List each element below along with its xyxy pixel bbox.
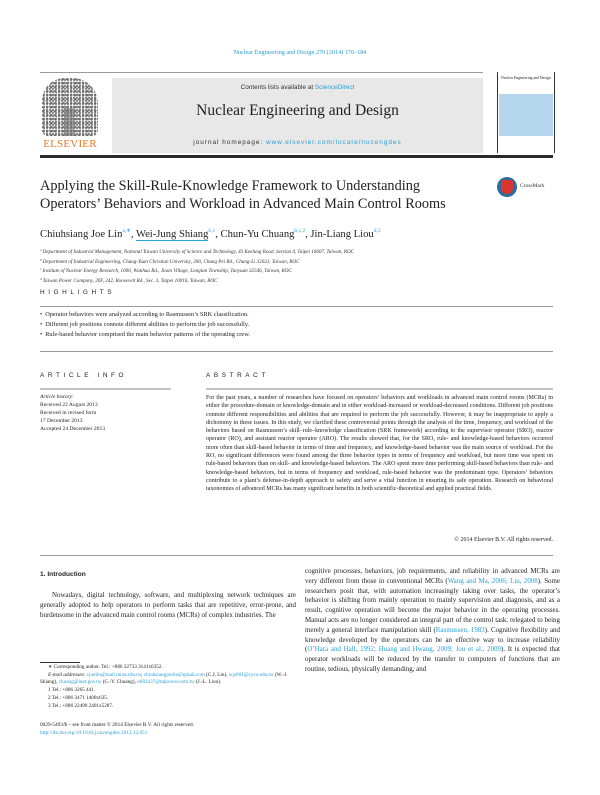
divider [40,388,171,390]
author-affiliation-mark[interactable]: b,1 [208,228,216,234]
affiliation-item: dTaiwan Power Company, 20F, 242, Rooseve… [40,277,218,285]
citation-link[interactable]: Wang and Ma, 2006; Liu, 2008 [447,576,538,585]
author-list: Chiuhsiang Joe Lina,∗, Wei-Jung Shiangb,… [40,228,381,241]
crossmark-label: CrossMark [520,183,545,189]
issn-line: 0029-5493/$ – see front matter © 2014 El… [40,722,194,728]
divider [40,555,553,556]
author-name[interactable]: Chiuhsiang Joe Lin [40,229,123,240]
affiliation-item: aDepartment of Industrial Management, Na… [40,248,355,255]
cover-title: Nuclear Engineering and Design [501,76,551,80]
tel-note: 2 Tel.: +886 3471 1400x635. [48,694,109,701]
author-affiliation-mark[interactable]: d,3 [373,228,381,234]
abstract-text: For the past years, a number of research… [206,395,553,493]
doi-link[interactable]: http://dx.doi.org/10.1016/j.nucengdes.20… [40,729,148,736]
homepage-line: journal homepage: www.elsevier.com/locat… [112,139,483,146]
article-title: Applying the Skill-Rule-Knowledge Framew… [40,177,480,213]
history-label: Article history: [40,394,75,400]
header-divider [40,155,553,158]
contents-line: Contents lists available at ScienceDirec… [112,84,483,91]
homepage-link[interactable]: www.elsevier.com/locate/nucengdes [266,139,402,146]
divider [40,72,483,73]
highlight-item: Different job positions connote differen… [40,320,553,330]
corresponding-author-note: ∗ Corresponding author. Tel.: +886 22733… [48,664,163,670]
history-item: Received in revised form [40,410,97,416]
article-info-heading: ARTICLE INFO [40,372,128,379]
email-link[interactable]: u683437@taipower.com.tw [137,679,195,686]
author-name[interactable]: Chun-Yu Chuang [220,229,295,240]
journal-cover-thumbnail[interactable]: Nuclear Engineering and Design [497,72,555,153]
journal-title: Nuclear Engineering and Design [196,102,399,119]
abstract-heading: ABSTRACT [206,372,269,379]
email-addresses: E-mail addresses: cjoelin@mail.ntust.edu… [40,671,288,686]
title-line-2: Operators’ Behaviors and Workload in Adv… [40,196,446,212]
highlights-heading: HIGHLIGHTS [40,289,116,296]
email-link[interactable]: chuang@iner.gov.tw [58,679,102,686]
sciencedirect-link[interactable]: ScienceDirect [314,84,355,91]
crossmark-button[interactable]: CrossMark [497,177,567,201]
author-name[interactable]: Jin-Liang Liou [310,229,374,240]
front-matter-notice: 0029-5493/$ – see front matter © 2014 El… [40,722,300,737]
email-link[interactable]: chiuhsiangjoelin@gmail.com [143,671,205,678]
affiliation-list: aDepartment of Industrial Management, Na… [40,247,560,286]
footnotes: ∗ Corresponding author. Tel.: +886 22733… [40,664,300,710]
title-line-1: Applying the Skill-Rule-Knowledge Framew… [40,178,420,194]
intro-paragraph-right: cognitive processes, behaviors, job requ… [305,567,560,673]
highlights-list: Operator behaviors were analyzed accordi… [40,310,553,340]
section-heading-introduction: 1. Introduction [40,571,86,578]
contents-prefix: Contents lists available at [240,84,315,91]
author-affiliation-mark[interactable]: b,c,2 [294,228,306,234]
history-item: 17 December 2013 [40,418,83,424]
divider [40,306,553,307]
tel-note: 1 Tel.: +886 3265 441. [48,687,96,694]
affiliation-item: cInstitute of Nuclear Energy Research, 1… [40,267,292,275]
affiliation-item: bDepartment of Industrial Engineering, C… [40,257,300,265]
article-history: Article history: Received 22 August 2013… [40,393,170,433]
highlight-item: Rule-based behavior comprised the main b… [40,330,553,340]
citation-link[interactable]: O’Hara and Hall, 1992; Huang and Hwang, … [307,645,501,654]
email-link[interactable]: cjoelin@mail.ntust.edu.tw [86,671,142,678]
crossmark-icon [497,177,517,197]
author-affiliation-mark[interactable]: a,∗ [122,228,131,234]
tree-trunk-icon [64,108,74,136]
journal-banner: Contents lists available at ScienceDirec… [112,78,483,153]
elsevier-logo[interactable]: ELSEVIER [40,78,100,153]
citation-link[interactable]: Rasmussen, 1983 [435,625,485,634]
history-item: Accepted 24 December 2013 [40,426,106,432]
cover-image [499,94,553,136]
running-head[interactable]: Nuclear Engineering and Design 270 (2014… [233,49,367,56]
author-name[interactable]: Wei-Jung Shiang [135,229,209,241]
publisher-wordmark: ELSEVIER [43,138,97,150]
divider [40,351,553,352]
divider [206,388,553,390]
abstract-copyright: © 2014 Elsevier B.V. All rights reserved… [454,537,553,543]
homepage-prefix: journal homepage: [193,139,267,146]
highlight-item: Operator behaviors were analyzed accordi… [40,310,553,320]
history-item: Received 22 August 2013 [40,402,98,408]
footnote-divider [40,662,80,663]
intro-paragraph-left: Nowadays, digital technology, software, … [40,591,296,619]
email-link[interactable]: wjs001@cycu.edu.tw [228,671,274,678]
tel-note: 3 Tel.: +886 22490 2401x5287. [48,702,114,709]
